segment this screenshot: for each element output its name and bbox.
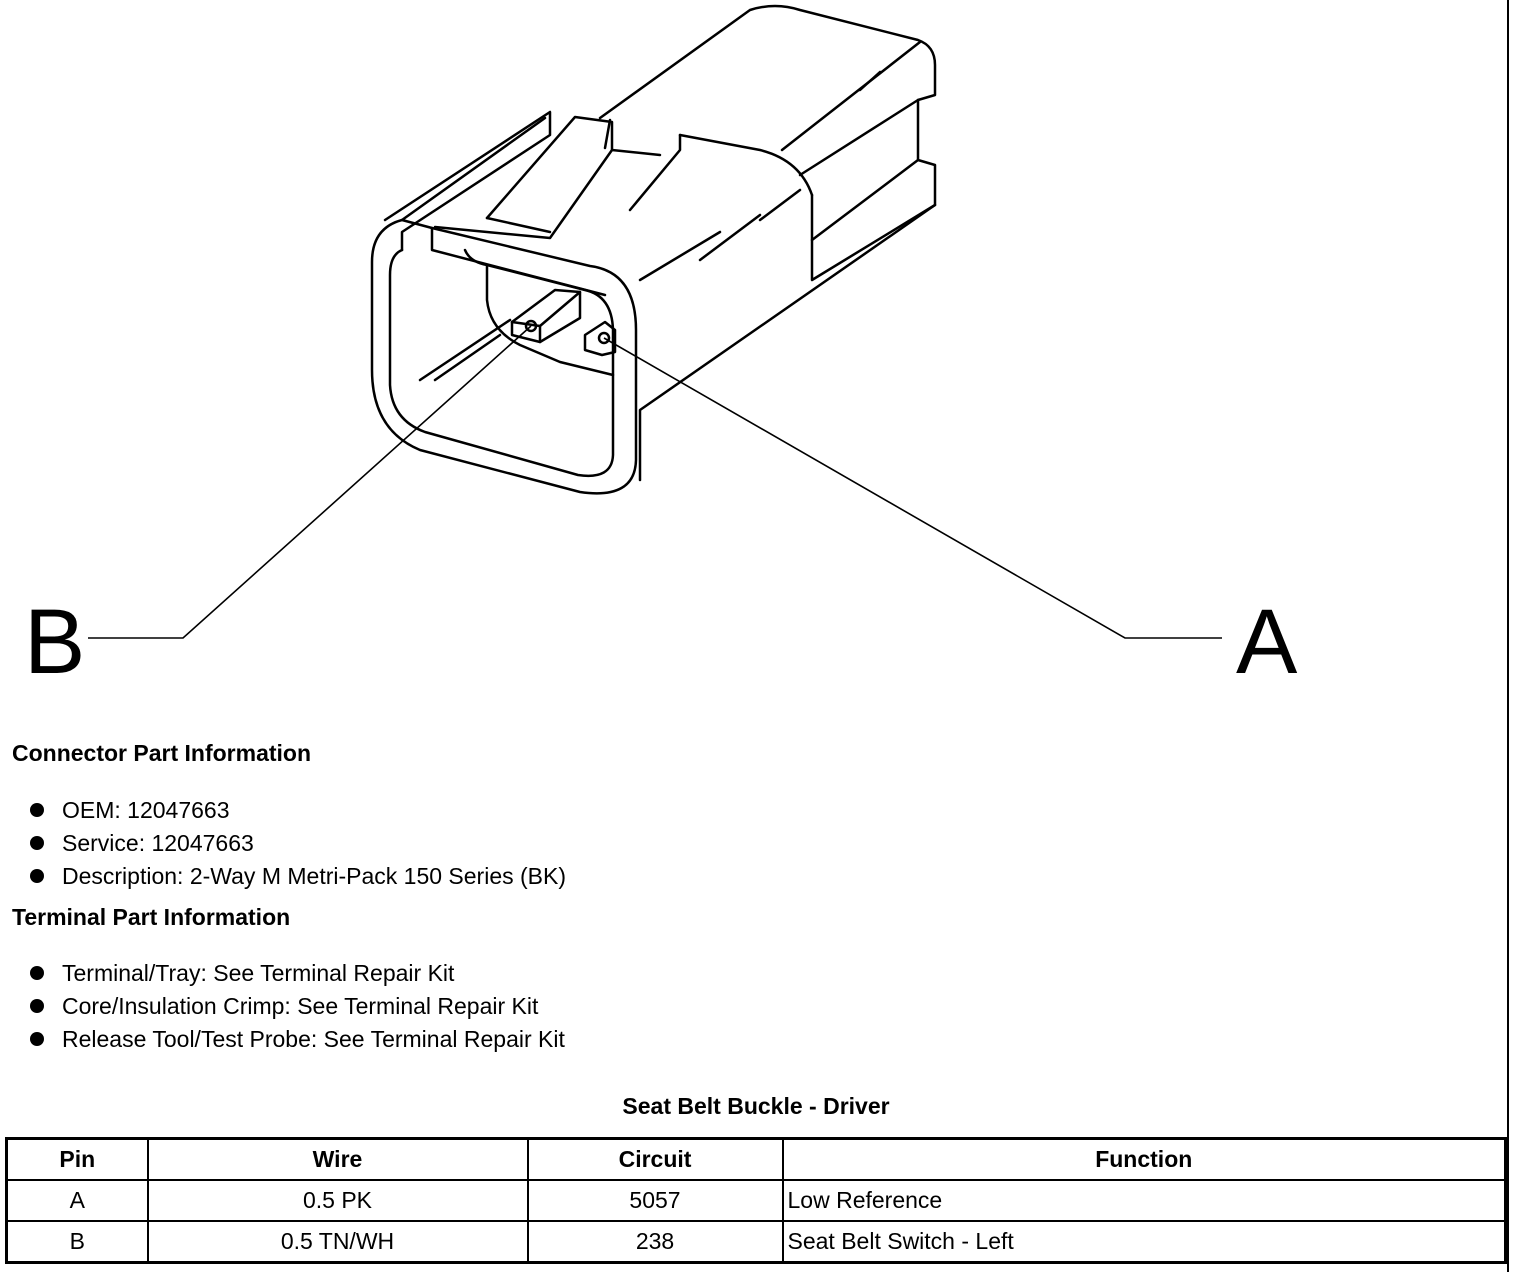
list-item-text: Terminal/Tray: See Terminal Repair Kit: [62, 960, 455, 986]
list-item-text: Service: 12047663: [62, 830, 254, 856]
cell-function: Low Reference: [781, 1179, 1507, 1222]
list-item: Description: 2-Way M Metri-Pack 150 Seri…: [30, 860, 566, 893]
connector-info-heading: Connector Part Information: [12, 740, 312, 766]
list-item-text: OEM: 12047663: [62, 797, 230, 823]
column-header-function: Function: [781, 1137, 1507, 1181]
terminal-info-heading: Terminal Part Information: [12, 904, 291, 930]
cell-wire: 0.5 TN/WH: [146, 1220, 529, 1264]
column-header-wire: Wire: [146, 1137, 529, 1181]
cell-circuit: 238: [526, 1220, 784, 1264]
bullet-icon: [30, 869, 44, 883]
cell-wire: 0.5 PK: [146, 1179, 529, 1222]
list-item-text: Core/Insulation Crimp: See Terminal Repa…: [62, 993, 539, 1019]
bullet-icon: [30, 999, 44, 1013]
bullet-icon: [30, 1032, 44, 1046]
list-item: Core/Insulation Crimp: See Terminal Repa…: [30, 990, 565, 1023]
cell-function: Seat Belt Switch - Left: [781, 1220, 1507, 1264]
cell-pin: A: [5, 1179, 149, 1222]
table-row: A 0.5 PK 5057 Low Reference: [5, 1179, 1507, 1222]
pin-table: Pin Wire Circuit Function A 0.5 PK 5057 …: [5, 1137, 1507, 1264]
table-header-row: Pin Wire Circuit Function: [5, 1137, 1507, 1181]
cell-circuit: 5057: [526, 1179, 784, 1222]
list-item: Service: 12047663: [30, 827, 566, 860]
list-item: Terminal/Tray: See Terminal Repair Kit: [30, 957, 565, 990]
cell-pin: B: [5, 1220, 149, 1264]
pin-a-callout: A: [1236, 591, 1298, 693]
terminal-info-list: Terminal/Tray: See Terminal Repair Kit C…: [30, 957, 565, 1056]
bullet-icon: [30, 966, 44, 980]
pin-table-title: Seat Belt Buckle - Driver: [622, 1093, 890, 1119]
table-row: B 0.5 TN/WH 238 Seat Belt Switch - Left: [5, 1220, 1507, 1264]
list-item: Release Tool/Test Probe: See Terminal Re…: [30, 1023, 565, 1056]
column-header-circuit: Circuit: [526, 1137, 784, 1181]
pin-b-callout: B: [24, 591, 86, 693]
column-header-pin: Pin: [5, 1137, 149, 1181]
connector-info-list: OEM: 12047663 Service: 12047663 Descript…: [30, 794, 566, 893]
list-item: OEM: 12047663: [30, 794, 566, 827]
page-border-right: [1507, 0, 1509, 1272]
bullet-icon: [30, 836, 44, 850]
bullet-icon: [30, 803, 44, 817]
list-item-text: Description: 2-Way M Metri-Pack 150 Seri…: [62, 863, 567, 889]
list-item-text: Release Tool/Test Probe: See Terminal Re…: [62, 1026, 565, 1052]
connector-drawing: [88, 4, 1222, 639]
